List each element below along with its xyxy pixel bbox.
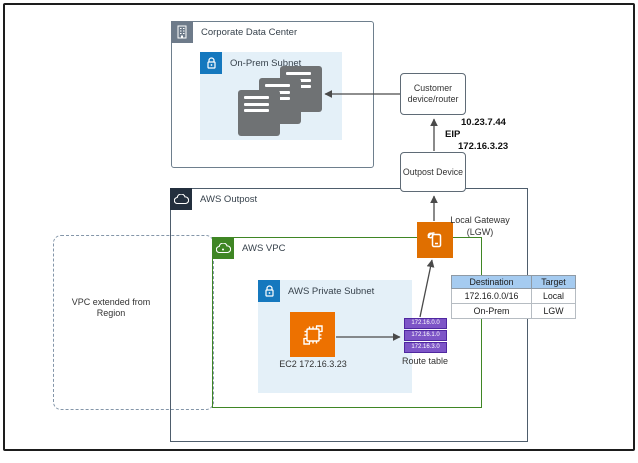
route-table-entry: 172.16.0.0	[404, 318, 447, 329]
lock-icon	[258, 280, 280, 302]
routing-cell: LGW	[531, 303, 576, 319]
aws-vpc-group	[212, 237, 482, 408]
building-icon	[171, 21, 193, 43]
cloud-icon	[212, 237, 234, 259]
chip-icon	[290, 312, 335, 357]
outpost-device-node: Outpost Device	[400, 152, 466, 192]
route-table-entry: 172.16.3.0	[404, 342, 447, 353]
table-row: On-Prem LGW	[451, 303, 576, 319]
diagram-outer-frame	[3, 3, 635, 451]
routing-cell: 172.16.0.0/16	[451, 288, 532, 304]
gateway-icon	[417, 222, 453, 258]
server-stack-icon	[238, 90, 280, 136]
customer-device-router-node: Customer device/router	[400, 73, 466, 115]
on-prem-subnet-label: On-Prem Subnet	[230, 58, 302, 69]
eip-label: EIP	[445, 129, 461, 140]
eip-private-ip: 172.16.3.23	[458, 141, 509, 152]
routing-cell: Local	[531, 288, 576, 304]
customer-device-label-line1: Customer	[413, 83, 453, 93]
customer-device-label-line2: device/router	[407, 94, 459, 104]
routing-header-destination: Destination	[451, 275, 532, 289]
routing-header-target: Target	[531, 275, 576, 289]
route-table-label: Route table	[401, 356, 449, 366]
aws-outpost-label: AWS Outpost	[200, 194, 258, 205]
vpc-extended-label: VPC extended from Region	[71, 297, 151, 318]
outpost-device-label: Outpost Device	[402, 166, 464, 177]
lgw-routing-table: Destination Target 172.16.0.0/16 Local O…	[451, 275, 576, 319]
corporate-data-center-label: Corporate Data Center	[201, 27, 298, 38]
table-row: 172.16.0.0/16 Local	[451, 288, 576, 304]
route-table-entry: 172.16.1.0	[404, 330, 447, 341]
aws-vpc-label: AWS VPC	[242, 243, 286, 254]
eip-public-ip: 10.23.7.44	[461, 117, 506, 128]
cloud-icon	[170, 188, 192, 210]
routing-cell: On-Prem	[451, 303, 532, 319]
local-gateway-label: Local Gateway (LGW)	[450, 215, 510, 237]
ec2-label: EC2 172.16.3.23	[279, 359, 347, 369]
lock-icon	[200, 52, 222, 74]
aws-private-subnet-label: AWS Private Subnet	[288, 286, 375, 297]
vpc-extended-region-box	[53, 235, 214, 410]
